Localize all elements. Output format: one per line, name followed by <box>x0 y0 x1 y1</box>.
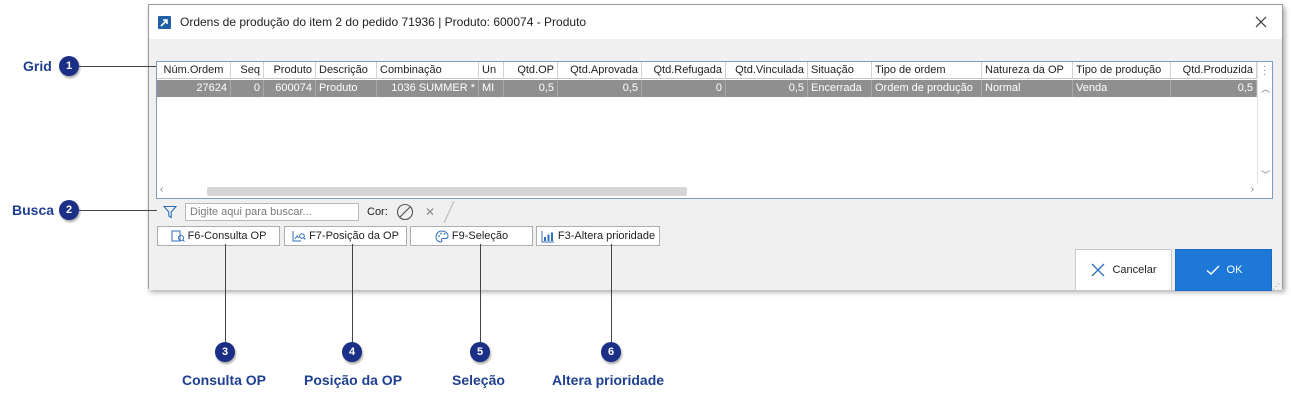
annotation-grid-label: Grid <box>23 58 52 74</box>
priority-chart-icon <box>541 230 554 242</box>
ok-label: OK <box>1226 264 1243 276</box>
resize-grip-icon[interactable]: ⋰ <box>1272 282 1280 291</box>
altera-prioridade-label: F3-Altera prioridade <box>557 230 656 242</box>
selecao-label: F9-Seleção <box>451 230 509 242</box>
title-bar: Ordens de produção do item 2 do pedido 7… <box>149 5 1282 39</box>
chart-search-icon <box>292 230 306 241</box>
column-header[interactable]: Descrição <box>316 62 377 79</box>
annotation-line <box>352 244 353 342</box>
orders-grid[interactable]: Núm.Ordem Seq Produto Descrição Combinaç… <box>156 61 1273 199</box>
annotation-badge-3: 3 <box>215 342 235 362</box>
column-options-icon[interactable]: ··· <box>1263 61 1267 80</box>
consulta-op-button[interactable]: F6-Consulta OP <box>157 226 280 246</box>
grid-cell: 0 <box>231 80 264 97</box>
column-header[interactable]: Tipo de ordem <box>872 62 982 79</box>
scroll-up-icon[interactable]: ︿ <box>1261 84 1271 94</box>
annotation-badge-6: 6 <box>601 342 621 362</box>
annotation-line <box>611 244 612 342</box>
scroll-left-icon[interactable]: ‹ <box>160 184 164 195</box>
annotation-badge-2: 2 <box>59 200 79 220</box>
scroll-down-icon[interactable]: ﹀ <box>1261 170 1271 180</box>
grid-cell: 1036 SUMMER * <box>377 80 479 97</box>
annotation-line <box>225 244 226 342</box>
posicao-op-button[interactable]: F7-Posição da OP <box>284 226 407 246</box>
check-icon <box>1206 265 1220 275</box>
annotation-consulta-op-label: Consulta OP <box>182 372 267 388</box>
column-header[interactable]: Combinação <box>377 62 479 79</box>
grid-header: Núm.Ordem Seq Produto Descrição Combinaç… <box>157 62 1257 79</box>
dialog-window: Ordens de produção do item 2 do pedido 7… <box>148 4 1283 291</box>
grid-cell: Normal <box>982 80 1073 97</box>
document-search-icon <box>171 230 185 242</box>
grid-cell: Encerrada <box>808 80 872 97</box>
consulta-op-label: F6-Consulta OP <box>187 230 267 242</box>
table-row[interactable]: 27624 0 600074 Produto 1036 SUMMER * MI … <box>157 80 1257 97</box>
grid-cell: Ordem de produção <box>872 80 982 97</box>
column-header[interactable]: Qtd.Vinculada <box>726 62 808 79</box>
search-bar-divider <box>443 200 455 226</box>
app-arrow-icon <box>158 16 171 29</box>
column-header[interactable]: Situação <box>808 62 872 79</box>
ok-button[interactable]: OK <box>1175 249 1272 291</box>
close-icon[interactable] <box>1252 13 1270 31</box>
horizontal-scroll-thumb[interactable] <box>207 187 687 196</box>
annotation-badge-1: 1 <box>59 56 79 76</box>
column-header[interactable]: Seq <box>231 62 264 79</box>
cancel-button[interactable]: Cancelar <box>1075 249 1172 291</box>
filter-icon <box>162 205 178 222</box>
column-header[interactable]: Qtd.Refugada <box>642 62 726 79</box>
horizontal-scrollbar[interactable]: ‹ › <box>157 184 1272 198</box>
grid-cell: Produto <box>316 80 377 97</box>
annotation-altera-prioridade-label: Altera prioridade <box>552 372 665 388</box>
window-title: Ordens de produção do item 2 do pedido 7… <box>180 15 587 29</box>
column-header[interactable]: Natureza da OP <box>982 62 1073 79</box>
grid-cell: 600074 <box>264 80 316 97</box>
clear-icon[interactable]: ✕ <box>425 205 436 219</box>
grid-cell: MI <box>479 80 504 97</box>
grid-cell: 0 <box>642 80 726 97</box>
annotation-line <box>79 210 157 211</box>
close-icon <box>1092 263 1105 277</box>
cancel-label: Cancelar <box>1112 264 1157 276</box>
grid-cell: 0,5 <box>1171 80 1257 97</box>
dialog-content: Núm.Ordem Seq Produto Descrição Combinaç… <box>149 39 1282 291</box>
color-label: Cor: <box>367 206 388 218</box>
scroll-right-icon[interactable]: › <box>1250 184 1254 195</box>
grid-cell: Venda <box>1073 80 1171 97</box>
grid-cell: 0,5 <box>504 80 558 97</box>
selecao-button[interactable]: F9-Seleção <box>410 226 533 246</box>
column-header[interactable]: Tipo de produção <box>1073 62 1171 79</box>
annotation-badge-4: 4 <box>342 342 362 362</box>
grid-cell: 0,5 <box>726 80 808 97</box>
column-header[interactable]: Qtd.Aprovada <box>558 62 642 79</box>
no-color-icon[interactable] <box>396 203 414 224</box>
search-bar: Cor: ✕ <box>156 200 456 226</box>
vertical-scrollbar[interactable]: ··· ︿ ﹀ <box>1257 62 1272 184</box>
column-header[interactable]: Núm.Ordem <box>157 62 231 79</box>
annotation-line <box>480 244 481 342</box>
annotation-line <box>79 66 156 67</box>
altera-prioridade-button[interactable]: F3-Altera prioridade <box>536 226 660 246</box>
annotation-selecao-label: Seleção <box>452 372 505 388</box>
palette-icon <box>435 229 449 243</box>
grid-cell: 0,5 <box>558 80 642 97</box>
annotation-posicao-op-label: Posição da OP <box>304 372 403 388</box>
grid-cell: 27624 <box>157 80 231 97</box>
annotation-badge-5: 5 <box>470 342 490 362</box>
posicao-op-label: F7-Posição da OP <box>309 230 399 242</box>
column-header[interactable]: Produto <box>264 62 316 79</box>
column-header[interactable]: Qtd.Produzida <box>1171 62 1257 79</box>
column-header[interactable]: Qtd.OP <box>504 62 558 79</box>
annotation-busca-label: Busca <box>12 202 55 218</box>
search-input[interactable] <box>185 203 359 221</box>
column-header[interactable]: Un <box>479 62 504 79</box>
